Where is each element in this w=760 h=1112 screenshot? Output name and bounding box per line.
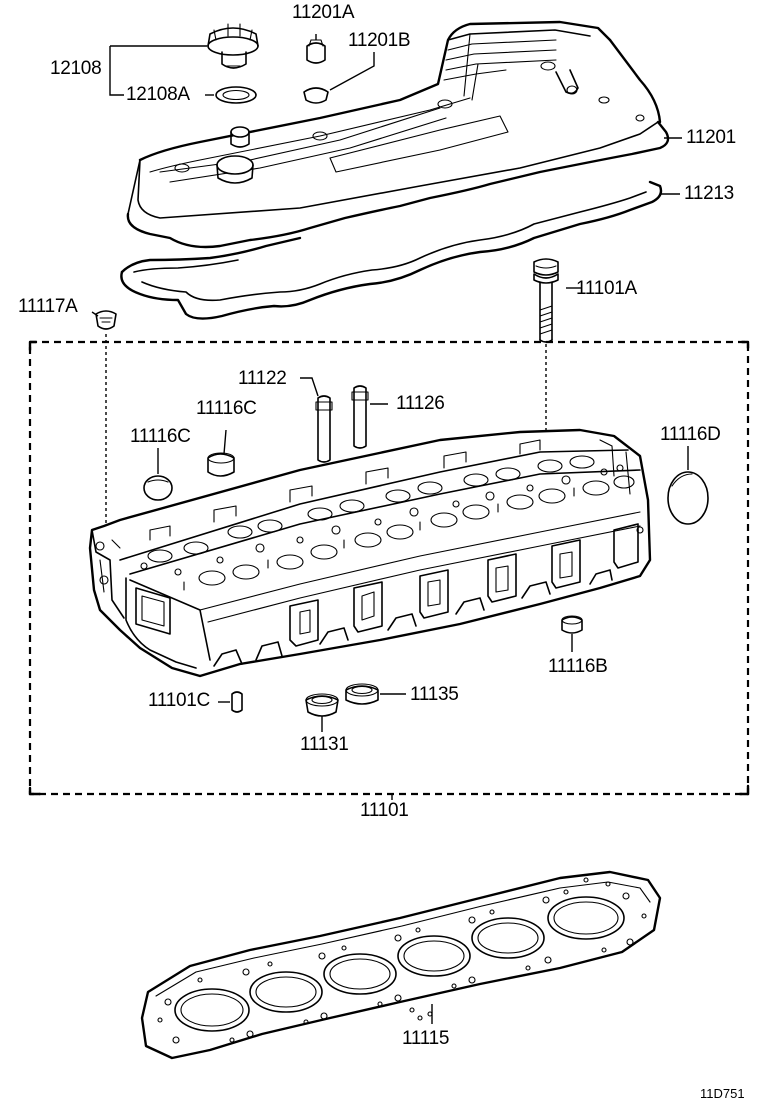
label-11131: 11131	[300, 734, 349, 755]
label-11135: 11135	[410, 684, 459, 705]
label-12108: 12108	[50, 58, 102, 79]
illustration-code: 11D751	[700, 1086, 745, 1101]
label-11122: 11122	[238, 368, 287, 389]
valve-seat-ring-part	[345, 683, 379, 705]
tapered-plug-part	[95, 310, 117, 330]
label-11116d: 11116D	[660, 424, 721, 445]
label-11116c-lower: 11116C	[130, 426, 191, 447]
label-11201: 11201	[686, 127, 736, 148]
dowel-pin-part	[231, 691, 243, 713]
valve-guide-intake-part	[315, 395, 333, 463]
valve-guide-exhaust-part	[351, 385, 369, 449]
label-11101: 11101	[360, 800, 409, 821]
head-cover-gasket-part	[120, 180, 663, 320]
label-12108a: 12108A	[126, 84, 190, 105]
valve-seat-insert-part	[305, 693, 339, 717]
label-11101c: 11101C	[148, 690, 210, 711]
label-11213: 11213	[684, 183, 734, 204]
cylinder-head-cover-part	[126, 20, 670, 249]
label-11116c-upper: 11116C	[196, 398, 257, 419]
cylinder-head-gasket-part	[140, 870, 662, 1060]
cylinder-head-part	[88, 428, 652, 678]
label-11201b: 11201B	[348, 30, 411, 51]
label-11116b: 11116B	[548, 656, 608, 677]
cover-nut-part	[306, 39, 326, 64]
filler-cap-gasket-part	[215, 86, 257, 104]
cup-plug-upper-part	[207, 452, 235, 477]
label-11126: 11126	[396, 393, 445, 414]
label-11117a: 11117A	[18, 296, 78, 317]
cup-plug-lower-part	[143, 475, 173, 501]
cover-grommet-part	[303, 87, 329, 104]
label-11101a: 11101A	[576, 278, 637, 299]
oil-filler-cap-part	[207, 23, 259, 69]
cup-plug-large-part	[667, 471, 709, 525]
cup-plug-small-part	[561, 615, 583, 634]
label-11201a: 11201A	[292, 2, 355, 23]
head-bolt-part	[533, 258, 559, 343]
label-11115: 11115	[402, 1028, 450, 1049]
